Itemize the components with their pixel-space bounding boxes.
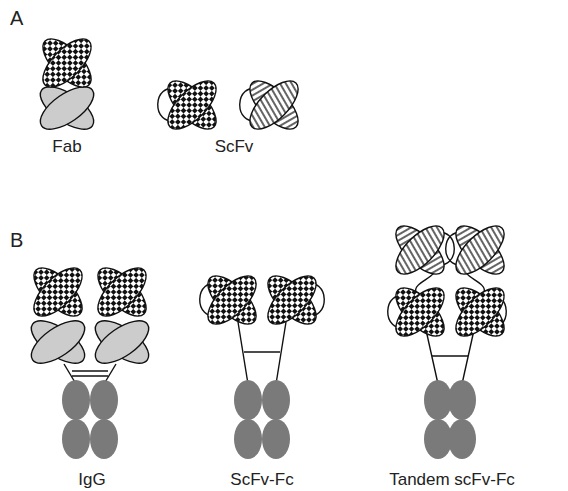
fc-domain	[90, 380, 118, 459]
fc-domain	[262, 380, 290, 459]
variable-domain	[35, 31, 99, 95]
variable-domain	[242, 73, 306, 137]
variable-domain	[26, 260, 90, 324]
format-label: ScFv-Fc	[230, 471, 293, 488]
fc-domain	[234, 380, 262, 459]
format-label: Fab	[52, 138, 81, 155]
variable-domain	[160, 73, 224, 137]
constant-domain	[25, 313, 92, 371]
format-label: Tandem scFv-Fc	[389, 471, 515, 488]
constant-domain	[89, 313, 156, 371]
variable-domain	[260, 268, 324, 332]
variable-domain	[448, 218, 512, 282]
panel-letter: A	[10, 8, 23, 28]
variable-domain	[448, 280, 512, 344]
variable-domain	[90, 260, 154, 324]
variable-domain	[200, 268, 264, 332]
fc-domain	[424, 380, 452, 459]
format-label: IgG	[78, 471, 105, 488]
panel-letter: B	[10, 230, 23, 250]
format-label: ScFv	[215, 138, 254, 155]
variable-domain	[388, 280, 452, 344]
fc-domain	[448, 380, 476, 459]
variable-domain	[388, 218, 452, 282]
constant-domain	[34, 79, 101, 137]
fc-domain	[62, 380, 90, 459]
